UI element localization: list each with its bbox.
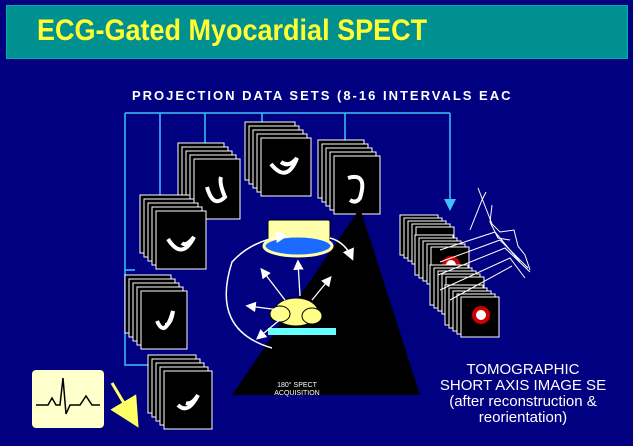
short-axis-ring-icon [472,306,490,324]
heart-projection-icon [269,156,299,175]
tomographic-label: TOMOGRAPHIC SHORT AXIS IMAGE SE (after r… [418,362,628,426]
projection-stack [317,139,381,215]
tomographic-label-line-2: SHORT AXIS IMAGE SE [439,377,607,394]
projection-data-label: PROJECTION DATA SETS (8-16 INTERVALS EAC [132,88,513,103]
acquisition-label-line-2: ACQUISITION [274,390,320,397]
heart-projection-icon [166,235,196,252]
heart-projection-icon [205,176,228,204]
tomographic-label-line-3: (after reconstruction & [449,393,597,410]
tomographic-label-line-4: reorientation) [478,409,568,426]
heart-projection-icon [155,310,175,331]
projection-stack [139,194,207,270]
projection-stack [147,354,213,430]
heart-projection-icon [176,393,200,411]
ecg-trace-icon [32,370,104,428]
short-axis-stacks [399,214,500,338]
projection-stacks [124,121,381,430]
short-axis-stack [444,284,500,338]
title-bar: ECG-Gated Myocardial SPECT [6,5,628,59]
projection-connectors [124,112,456,366]
ecg-gate-arrow [110,382,139,428]
projection-stack [177,142,241,220]
surface-plot [437,187,531,301]
acquisition-label-line-1: 180° SPECT [277,382,317,389]
projection-stack [124,274,188,350]
projection-stack [244,121,312,197]
connector-left-line [124,113,150,366]
emission-arrows [245,259,332,340]
rotation-arc [225,231,288,349]
acquisition-label: 180° SPECT ACQUISITION [262,382,332,398]
gamma-camera-icon [262,219,334,258]
tomographic-label-line-1: TOMOGRAPHIC [466,361,580,378]
heart-projection-icon [347,175,365,204]
page-title: ECG-Gated Myocardial SPECT [37,14,428,47]
imaging-table [268,328,336,335]
